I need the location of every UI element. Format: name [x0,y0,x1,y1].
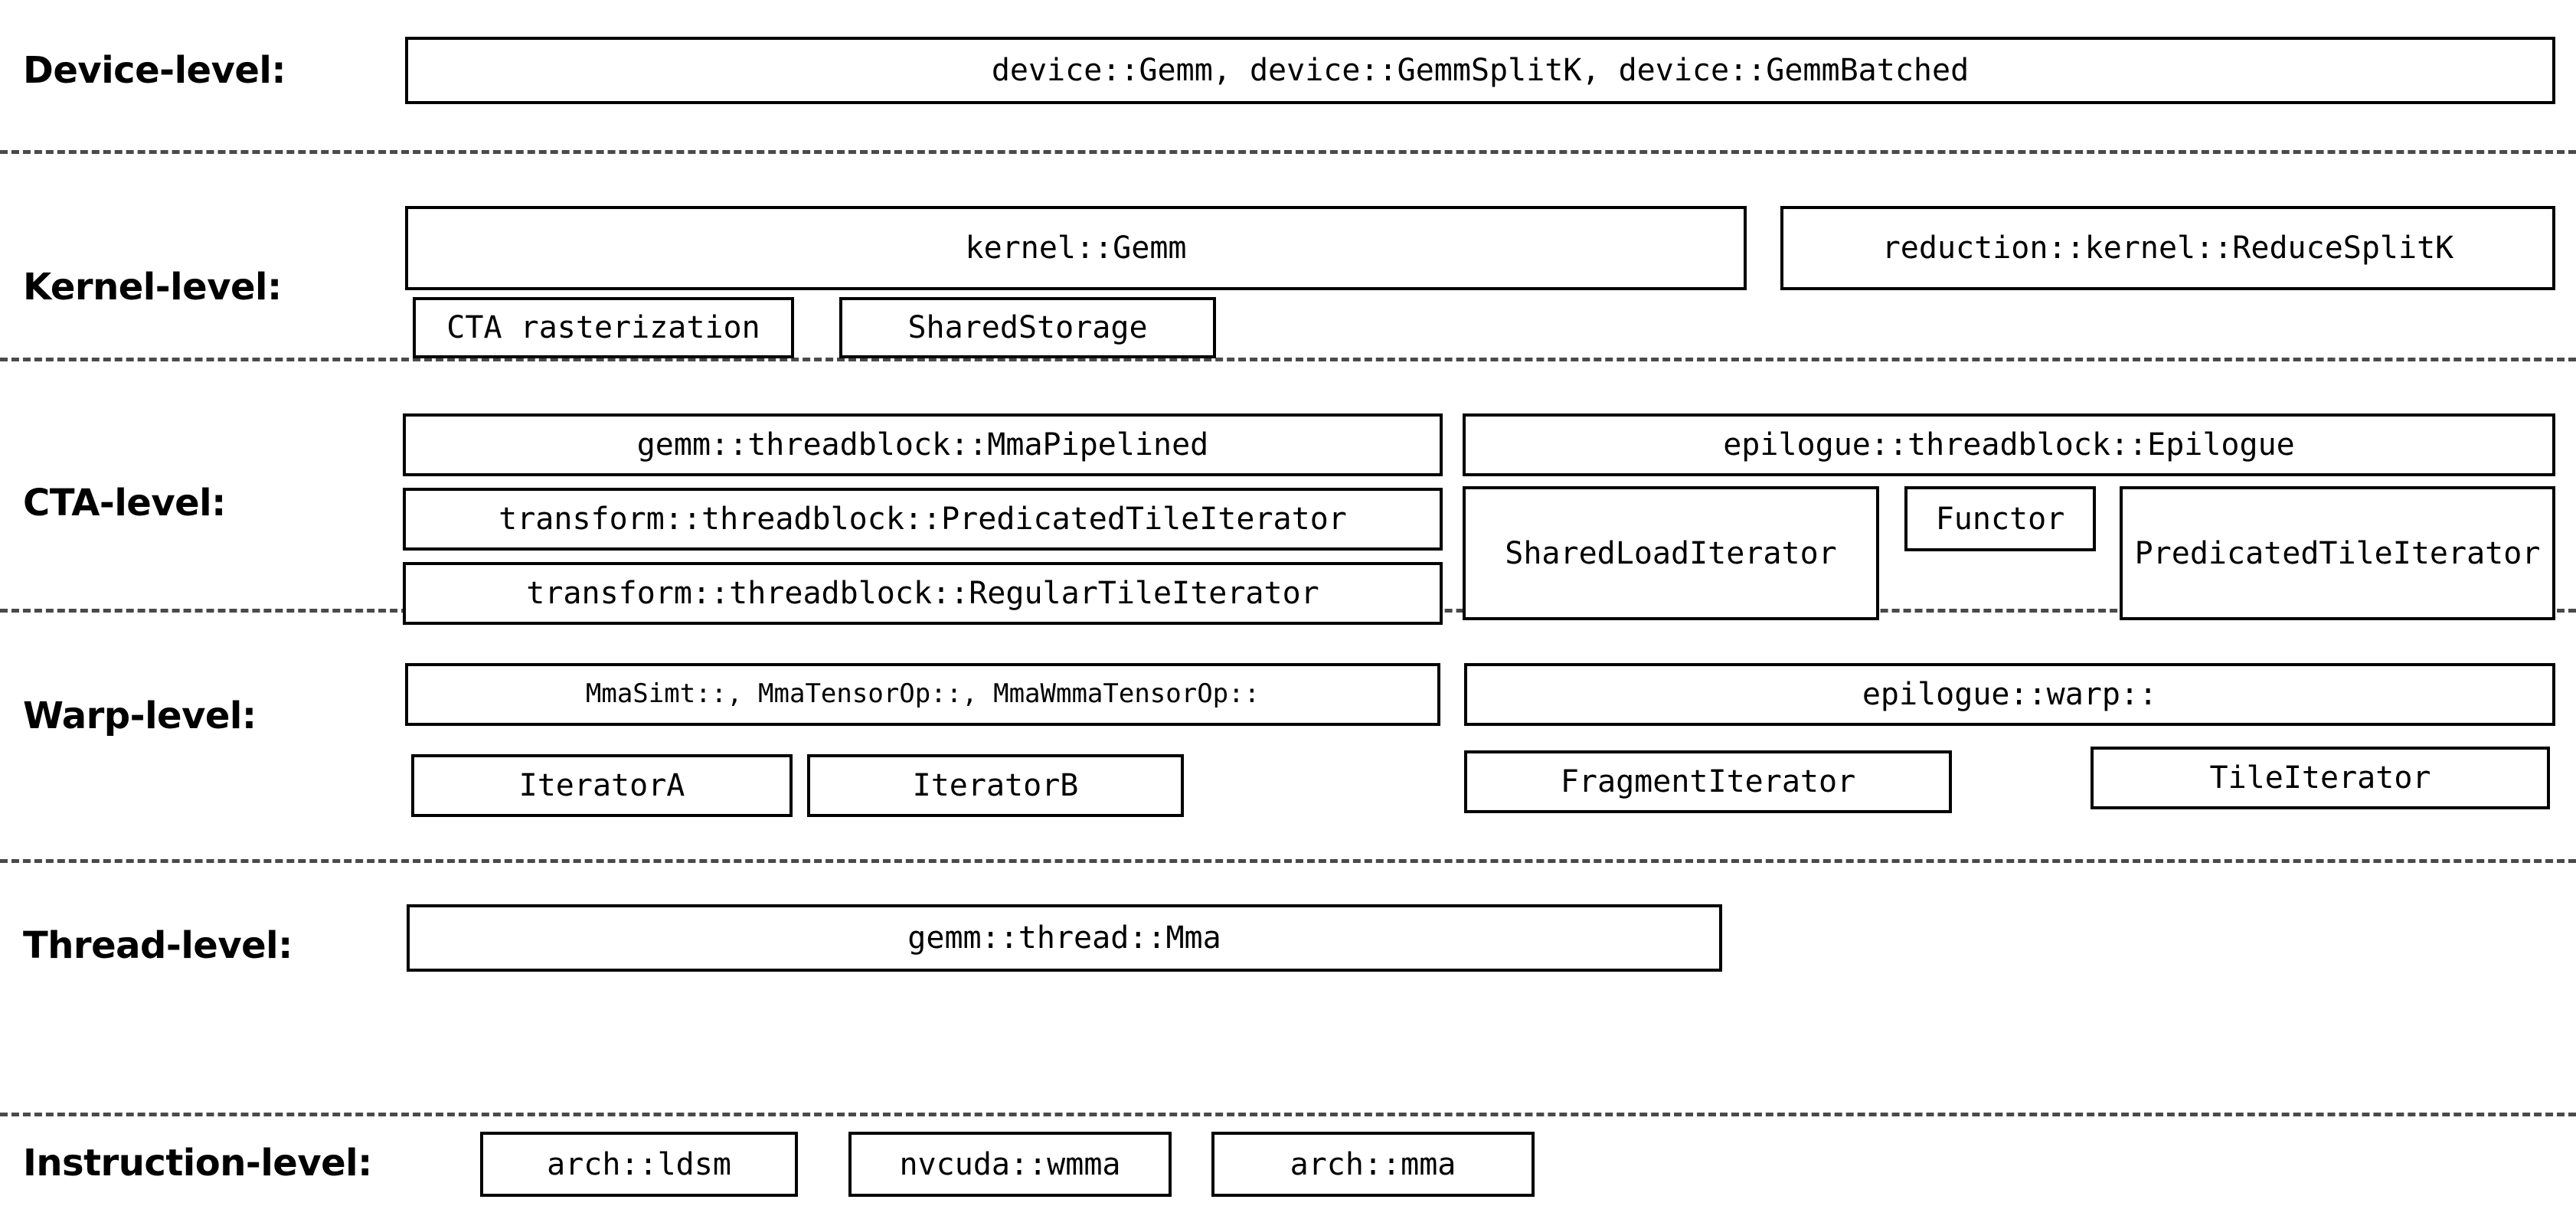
component-box: TileIterator [2091,747,2550,809]
component-box-label: transform::threadblock::PredicatedTileIt… [499,502,1347,537]
level-label: Warp-level: [23,694,257,737]
component-box-label: epilogue::threadblock::Epilogue [1723,427,2295,462]
component-box-label: IteratorB [912,768,1079,803]
component-box: CTA rasterization [413,297,794,358]
component-box-label: MmaSimt::, MmaTensorOp::, MmaWmmaTensorO… [585,678,1260,710]
level-label: Instruction-level: [23,1142,372,1185]
component-box-label: epilogue::warp:: [1862,677,2158,712]
component-box-label: device::Gemm, device::GemmSplitK, device… [991,53,1970,88]
component-box: MmaSimt::, MmaTensorOp::, MmaWmmaTensorO… [405,663,1440,726]
level-label: Device-level: [23,49,286,92]
component-box: transform::threadblock::PredicatedTileIt… [403,488,1443,551]
component-box: FragmentIterator [1464,750,1952,813]
component-box: transform::threadblock::RegularTileItera… [403,562,1443,625]
component-box: reduction::kernel::ReduceSplitK [1780,206,2555,290]
component-box-label: PredicatedTileIterator [2134,535,2541,571]
component-box: epilogue::warp:: [1464,663,2555,726]
component-box: Functor [1904,486,2096,551]
component-box-label: SharedLoadIterator [1505,535,1837,571]
level-label: Kernel-level: [23,266,282,309]
component-box-label: gemm::thread::Mma [907,920,1221,956]
component-box: IteratorA [411,754,793,817]
component-box-label: nvcuda::wmma [899,1146,1121,1182]
component-box-label: transform::threadblock::RegularTileItera… [526,576,1319,611]
level-separator-0 [0,150,2576,154]
component-box: SharedLoadIterator [1463,486,1879,620]
component-box-label: kernel::Gemm [965,230,1187,266]
component-box-label: reduction::kernel::ReduceSplitK [1881,230,2454,266]
component-box: device::Gemm, device::GemmSplitK, device… [405,37,2555,104]
component-box-label: gemm::threadblock::MmaPipelined [636,427,1209,462]
component-box: arch::ldsm [480,1132,798,1197]
component-box-label: arch::ldsm [547,1146,731,1182]
component-box: kernel::Gemm [405,206,1747,290]
component-box-label: Functor [1935,501,2065,537]
component-box: SharedStorage [839,297,1216,358]
component-box-label: arch::mma [1290,1146,1456,1182]
level-separator-3 [0,859,2576,863]
component-box-label: IteratorA [518,768,685,803]
component-box: IteratorB [807,754,1184,817]
component-box: epilogue::threadblock::Epilogue [1463,413,2555,476]
component-box-label: FragmentIterator [1560,764,1856,799]
component-box: PredicatedTileIterator [2120,486,2555,620]
level-label: CTA-level: [23,482,226,525]
component-box: gemm::threadblock::MmaPipelined [403,413,1443,476]
component-box-label: CTA rasterization [446,310,760,345]
component-box-label: SharedStorage [907,310,1148,345]
component-box: arch::mma [1211,1132,1535,1197]
level-separator-1 [0,358,2576,361]
component-box-label: TileIterator [2209,760,2431,796]
component-box: gemm::thread::Mma [407,904,1722,972]
level-separator-4 [0,1113,2576,1116]
level-label: Thread-level: [23,924,293,967]
component-box: nvcuda::wmma [848,1132,1172,1197]
